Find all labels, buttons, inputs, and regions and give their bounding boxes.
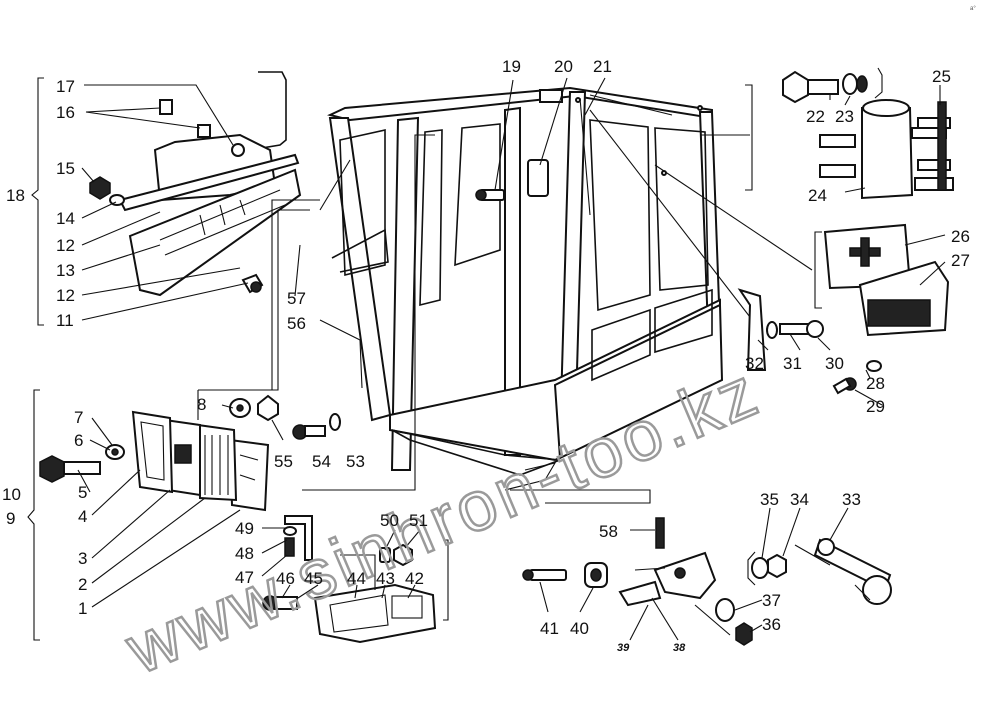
- callout-labels: 17 16 15 18 14 12 13 12 11 7 6 5 10 4 9 …: [2, 57, 970, 654]
- callout-44: 44: [347, 569, 366, 588]
- callout-19: 19: [502, 57, 521, 76]
- callout-38: 38: [673, 642, 686, 654]
- callout-37: 37: [762, 591, 781, 610]
- callout-47: 47: [235, 568, 254, 587]
- callout-22: 22: [806, 107, 825, 126]
- callout-8: 8: [197, 395, 206, 414]
- callout-14: 14: [56, 209, 75, 228]
- callout-54: 54: [312, 452, 331, 471]
- callout-21: 21: [593, 57, 612, 76]
- callout-41: 41: [540, 619, 559, 638]
- callout-43: 43: [376, 569, 395, 588]
- callout-1: 1: [78, 599, 87, 618]
- callout-36: 36: [762, 615, 781, 634]
- callout-15: 15: [56, 159, 75, 178]
- callout-58: 58: [599, 522, 618, 541]
- cab-body: [327, 86, 813, 491]
- callout-55: 55: [274, 452, 293, 471]
- callout-13: 13: [56, 261, 75, 280]
- callout-42: 42: [405, 569, 424, 588]
- callout-6: 6: [74, 431, 83, 450]
- callout-25: 25: [932, 67, 951, 86]
- tail-light-assembly: [262, 515, 437, 644]
- callout-20: 20: [554, 57, 573, 76]
- callout-30: 30: [825, 354, 844, 373]
- callout-31: 31: [783, 354, 802, 373]
- callout-56: 56: [287, 314, 306, 333]
- callout-57: 57: [287, 289, 306, 308]
- callout-51: 51: [409, 511, 428, 530]
- callout-4: 4: [78, 507, 87, 526]
- callout-18: 18: [6, 186, 25, 205]
- callout-11: 11: [56, 311, 74, 330]
- door-lock-assembly: [522, 517, 892, 646]
- callout-46: 46: [276, 569, 295, 588]
- callout-49: 49: [235, 519, 254, 538]
- callout-28: 28: [866, 374, 885, 393]
- callout-45: 45: [304, 569, 323, 588]
- callout-7: 7: [74, 408, 83, 427]
- callout-17: 17: [56, 77, 75, 96]
- right-upper-parts: [737, 70, 954, 395]
- callout-24: 24: [808, 186, 827, 205]
- callout-23: 23: [835, 107, 854, 126]
- callout-26: 26: [951, 227, 970, 246]
- headlight-assembly: [39, 394, 341, 512]
- callout-50: 50: [380, 511, 399, 530]
- corner-mark: a°: [970, 6, 976, 12]
- callout-12b: 12: [56, 286, 75, 305]
- callout-32: 32: [745, 354, 764, 373]
- callout-53: 53: [346, 452, 365, 471]
- callout-27: 27: [951, 251, 970, 270]
- callout-12a: 12: [56, 236, 75, 255]
- callout-48: 48: [235, 544, 254, 563]
- callout-3: 3: [78, 549, 87, 568]
- callout-34: 34: [790, 490, 809, 509]
- watermark: www.sinhron-too.kz: [115, 351, 771, 688]
- leader-lines: [27, 67, 946, 641]
- callout-10: 10: [2, 485, 21, 504]
- wiper-assembly: [89, 71, 302, 297]
- callout-29: 29: [866, 397, 885, 416]
- callout-35: 35: [760, 490, 779, 509]
- callout-9: 9: [6, 509, 15, 528]
- callout-33: 33: [842, 490, 861, 509]
- callout-5: 5: [78, 483, 87, 502]
- callout-39: 39: [617, 642, 630, 654]
- callout-2: 2: [78, 575, 87, 594]
- callout-40: 40: [570, 619, 589, 638]
- callout-16: 16: [56, 103, 75, 122]
